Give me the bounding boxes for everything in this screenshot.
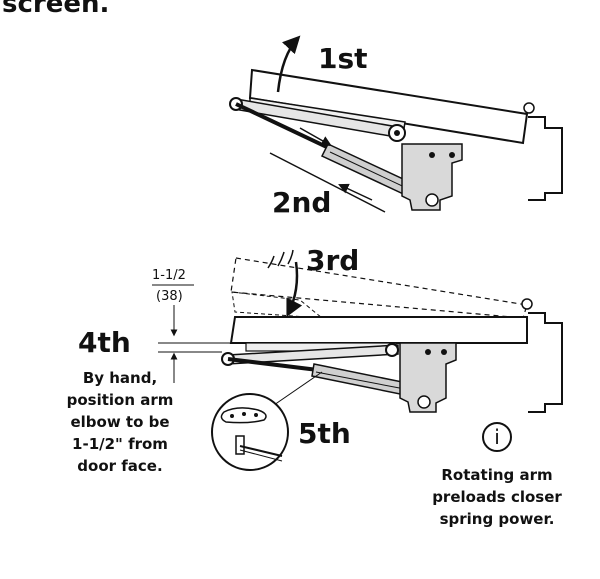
step-3rd-label: 3rd <box>306 244 359 277</box>
info-icon-glyph: i <box>494 425 500 449</box>
forearm-tube-bottom <box>311 363 413 397</box>
instruction-line-3: elbow to be <box>70 413 169 431</box>
door-frame-bottom <box>528 312 563 413</box>
info-line-3: spring power. <box>440 510 555 528</box>
instruction-line-5: door face. <box>77 457 162 475</box>
step-4th-label: 4th <box>78 326 131 359</box>
door-frame-top <box>528 116 563 201</box>
door-slab-bottom <box>229 316 528 344</box>
hinge-pivot-bottom <box>521 298 533 310</box>
mounting-bracket-bottom <box>399 342 457 413</box>
dimension-metric: (38) <box>156 289 183 304</box>
info-icon <box>482 422 512 452</box>
instruction-line-4: 1-1/2" from <box>72 435 168 453</box>
detail-magnifier-circle <box>211 393 289 471</box>
rotate-arrow-1st <box>276 35 301 93</box>
step-5th-label: 5th <box>298 417 351 450</box>
push-line-2nd <box>269 152 386 213</box>
rotate-arrow-3rd <box>286 261 303 318</box>
top-door-closer-illustration: 1st 2nd <box>229 35 563 219</box>
cropped-heading: screen. <box>2 0 109 19</box>
motion-lines-3rd <box>267 249 294 269</box>
detail-arm-sketch <box>220 407 283 462</box>
mounting-bracket-top <box>401 143 463 211</box>
bottom-door-closer-illustration: 3rd 1-1/2 (38) 4th By hand, position arm… <box>67 244 563 528</box>
dimension-imperial: 1-1/2 <box>152 268 186 283</box>
door-slab-top <box>248 68 529 145</box>
info-line-1: Rotating arm <box>441 466 552 484</box>
step-1st-label: 1st <box>318 42 368 75</box>
step-2nd-label: 2nd <box>272 186 331 219</box>
instruction-line-2: position arm <box>67 391 174 409</box>
info-line-2: preloads closer <box>432 488 562 506</box>
ghost-door-position <box>230 257 528 319</box>
instruction-line-1: By hand, <box>83 369 157 387</box>
hinge-pivot-top <box>523 102 535 114</box>
